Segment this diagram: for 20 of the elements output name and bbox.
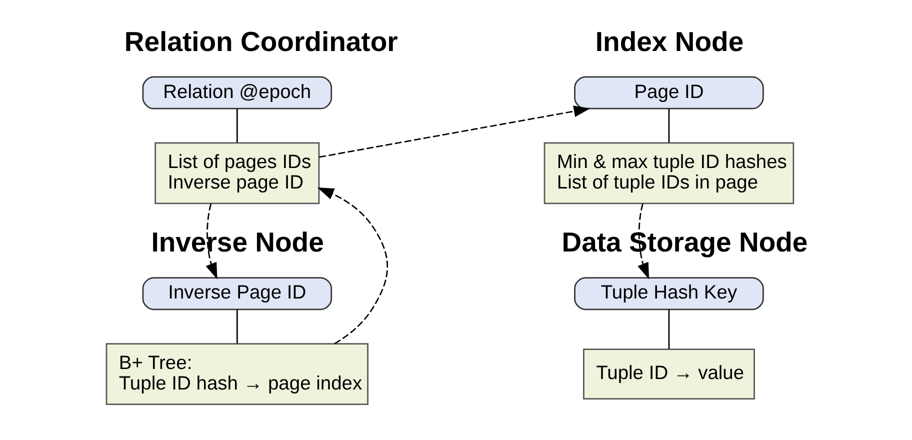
connector: [236, 108, 238, 142]
node-box: Page ID: [574, 76, 764, 110]
arrow: [205, 204, 217, 280]
connector: [668, 310, 670, 349]
node-box: Relation @epoch: [142, 76, 332, 110]
node-label: Data Storage Node: [561, 226, 808, 258]
arrow: [318, 106, 590, 158]
connector: [668, 108, 670, 142]
node-box: Tuple Hash Key: [574, 277, 764, 310]
node-box: Tuple ID → value: [582, 348, 754, 400]
node-box: Inverse Page ID: [142, 277, 332, 310]
node-label: Inverse Node: [150, 226, 324, 258]
node-label: Relation Coordinator: [124, 26, 398, 57]
node-label: Index Node: [594, 26, 744, 57]
arrow: [316, 188, 388, 344]
node-box: List of pages IDs Inverse page ID: [154, 142, 320, 204]
node-box: Min & max tuple ID hashes List of tuple IDs in page: [543, 142, 794, 204]
connector: [236, 310, 238, 344]
node-box: B+ Tree: Tuple ID hash → page index: [105, 343, 368, 405]
arrow: [637, 204, 649, 280]
